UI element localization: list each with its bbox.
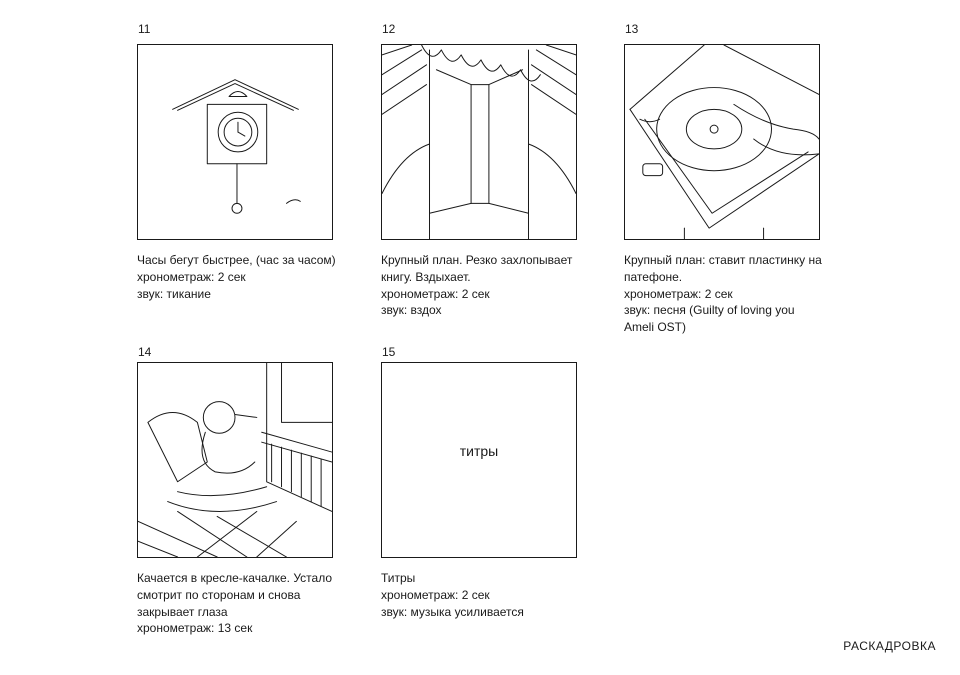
frame-15-caption: Титры хронометраж: 2 сек звук: музыка ус… (381, 570, 596, 620)
frame-13-caption: Крупный план: ставит пластинку на патефо… (624, 252, 839, 336)
frame-13-sketch (624, 44, 820, 240)
caption-line: патефоне. (624, 269, 683, 284)
frame-12-caption: Крупный план. Резко захлопывает книгу. В… (381, 252, 596, 319)
caption-line: Титры (381, 571, 416, 585)
caption-line: книгу. Вздыхает. (381, 269, 471, 284)
caption-line: хронометраж: 2 сек (381, 587, 490, 602)
rocking-chair-drawing (138, 363, 332, 557)
frame-number-11: 11 (138, 22, 151, 36)
frame-number-12: 12 (382, 22, 396, 36)
caption-line: звук: вздох (381, 303, 442, 318)
caption-line: хронометраж: 13 сек (137, 621, 253, 636)
caption-line: звук: песня (Guilty of loving you (624, 303, 795, 318)
caption-line: Крупный план: ставит пластинку на (624, 253, 822, 267)
caption-line: хронометраж: 2 сек (137, 269, 246, 284)
caption-line: хронометраж: 2 сек (381, 286, 490, 301)
caption-line: закрывает глаза (137, 604, 228, 619)
frame-15-title-card: титры (381, 362, 577, 558)
caption-line: Ameli OST) (624, 320, 687, 335)
caption-line: Качается в кресле-качалке. Устало (137, 571, 333, 585)
caption-line: смотрит по сторонам и снова (137, 587, 301, 602)
frame-11-sketch (137, 44, 333, 240)
caption-line: звук: музыка усиливается (381, 604, 524, 619)
book-closing-drawing (382, 45, 576, 239)
document-footer-label: РАСКАДРОВКА (843, 639, 936, 653)
gramophone-drawing (629, 45, 819, 239)
caption-line: хронометраж: 2 сек (624, 286, 733, 301)
frame-number-13: 13 (625, 22, 639, 36)
caption-line: Крупный план. Резко захлопывает (381, 253, 573, 267)
title-card-text: титры (459, 443, 499, 459)
frame-14-sketch (137, 362, 333, 558)
frame-11-caption: Часы бегут быстрее, (час за часом) хроно… (137, 252, 352, 302)
frame-number-14: 14 (138, 345, 152, 359)
frame-12-sketch (381, 44, 577, 240)
frame-number-15: 15 (382, 345, 396, 359)
caption-line: звук: тикание (137, 286, 211, 301)
cuckoo-clock-drawing (172, 79, 301, 214)
frame-14-caption: Качается в кресле-качалке. Устало смотри… (137, 570, 352, 637)
caption-line: Часы бегут быстрее, (час за часом) (137, 253, 336, 267)
